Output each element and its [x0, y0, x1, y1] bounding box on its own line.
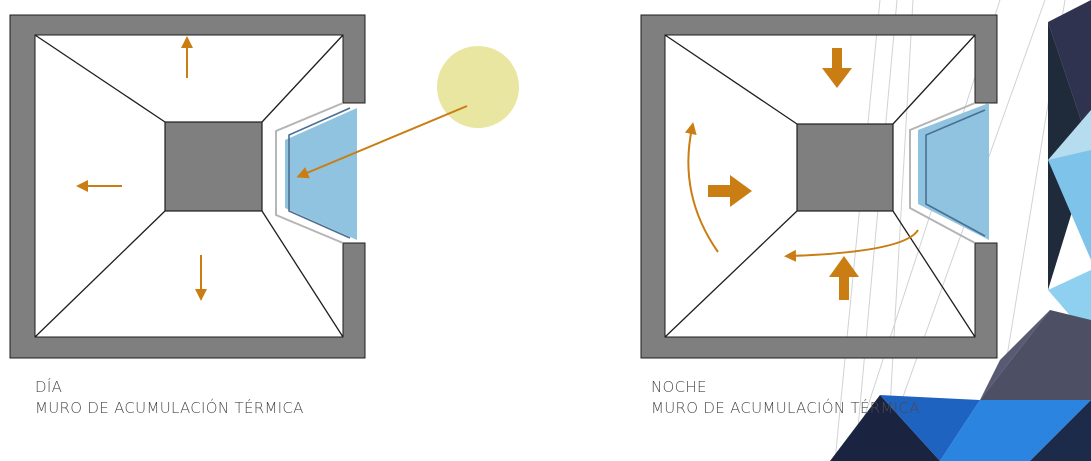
day-caption: DÍA MURO DE ACUMULACIÓN TÉRMICA — [35, 377, 304, 419]
night-room-lines — [664, 34, 976, 338]
night-arrow-down — [822, 48, 852, 88]
decor-triangle-deep — [830, 395, 940, 461]
night-curve-arrow-bottom — [784, 229, 919, 262]
decor-triangle-sky — [1048, 150, 1091, 260]
decor-triangle-blue — [880, 395, 980, 461]
day-glazing-lines — [275, 102, 351, 244]
day-panel — [9, 14, 519, 359]
day-thermal-mass — [164, 121, 263, 212]
night-arrow-up — [829, 256, 859, 300]
night-arrow-right — [708, 175, 752, 207]
night-caption-subtitle: MURO DE ACUMULACIÓN TÉRMICA — [651, 399, 920, 417]
sun-icon — [437, 46, 519, 128]
night-curve-arrow-left — [684, 122, 719, 253]
night-glazing-lines — [909, 102, 986, 244]
decor-triangle-bright — [940, 400, 1091, 461]
night-panel — [640, 14, 998, 359]
night-caption: NOCHE MURO DE ACUMULACIÓN TÉRMICA — [651, 377, 920, 419]
day-room-lines — [34, 34, 344, 338]
night-thermal-mass — [796, 123, 894, 212]
night-caption-title: NOCHE — [651, 378, 707, 396]
day-caption-title: DÍA — [35, 378, 63, 396]
day-glass-panel — [285, 108, 357, 240]
decor-triangle-dark — [1048, 0, 1091, 150]
night-glass-panel — [918, 103, 989, 240]
decor-triangle-slate — [980, 310, 1091, 400]
day-caption-subtitle: MURO DE ACUMULACIÓN TÉRMICA — [35, 399, 304, 417]
sun-ray-arrow — [296, 105, 468, 179]
